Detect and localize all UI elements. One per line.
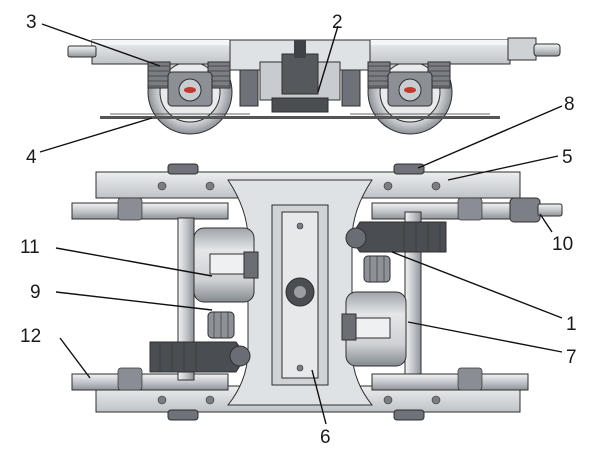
coupling-left (207, 311, 235, 339)
callout-7: 7 (566, 347, 577, 368)
callout-6: 6 (320, 427, 331, 448)
callout-12: 12 (20, 326, 41, 347)
axle-bottom-right (371, 373, 529, 391)
callout-labels: 3 2 4 8 5 10 11 9 12 1 7 6 (20, 12, 577, 448)
side-buffer-right (507, 37, 537, 61)
axle-bottom-left (71, 373, 229, 391)
callout-11: 11 (20, 237, 40, 258)
side-view (67, 37, 561, 135)
callout-9: 9 (30, 282, 41, 303)
callout-10: 10 (552, 234, 573, 255)
callout-5: 5 (562, 147, 573, 168)
traction-motor-left (193, 227, 259, 303)
central-pivot-side (239, 40, 361, 113)
callout-4: 4 (26, 147, 37, 168)
callout-3: 3 (26, 12, 37, 33)
axle-box-right (387, 71, 433, 107)
axle-top-left (71, 202, 229, 220)
traction-motor-right (341, 291, 407, 367)
callout-8: 8 (564, 94, 575, 115)
side-buffer-left (67, 45, 97, 58)
callout-1: 1 (566, 314, 577, 335)
rail-line (100, 116, 500, 119)
callout-2: 2 (332, 12, 343, 33)
brake-units (117, 197, 483, 391)
wheelset-shaft-left (177, 217, 195, 381)
coupler-right (509, 197, 541, 223)
plan-view (71, 163, 563, 421)
gearbox-left (149, 341, 251, 373)
spring-group-right (367, 61, 451, 89)
coupling-right (363, 255, 391, 283)
axle-box-left (167, 71, 213, 107)
gearbox-right (345, 221, 447, 253)
frame-bolts (157, 181, 441, 405)
leader-lines (39, 23, 563, 425)
